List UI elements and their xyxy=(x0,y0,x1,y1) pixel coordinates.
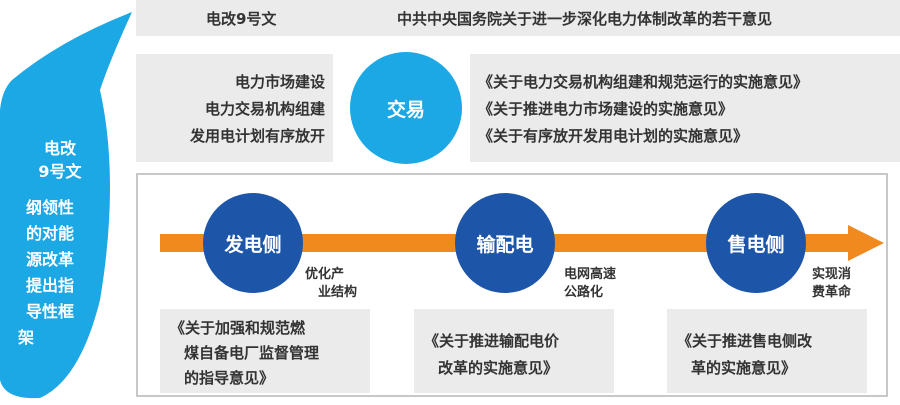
retail-side-doc-line: 革的实施意见》 xyxy=(691,359,797,377)
trading-item: 发用电计划有序放开 xyxy=(189,127,325,145)
generation-side-circle: 发电侧 xyxy=(203,193,303,293)
trading-item: 电力市场建设 xyxy=(234,73,325,91)
retail-side-doc-box: 《关于推进售电侧改 革的实施意见》 xyxy=(667,309,867,393)
transmission-note-line-1: 电网高速 xyxy=(564,267,617,282)
bubble-body-line-1: 纲领性 xyxy=(25,198,74,217)
bubble-title-line-1: 电改 xyxy=(43,139,76,158)
trading-circle: 交易 xyxy=(350,52,462,164)
retail-side-circle: 售电侧 xyxy=(706,193,806,293)
retail-side-note-line-2: 费革命 xyxy=(812,285,852,300)
transmission-circle: 输配电 xyxy=(455,193,555,293)
top-title-bar xyxy=(136,0,900,36)
transmission-doc-line: 《关于推进输配电价 xyxy=(424,332,560,350)
transmission-doc-box: 《关于推进输配电价 改革的实施意见》 xyxy=(414,309,614,393)
generation-side-doc-line: 煤自备电厂监督管理 xyxy=(184,344,320,362)
trading-docs-box: 《关于电力交易机构组建和规范运行的实施意见》 《关于推进电力市场建设的实施意见》… xyxy=(470,54,900,162)
transmission-note-line-2: 公路化 xyxy=(564,285,604,300)
bubble-body-line-5: 导性框 xyxy=(25,302,74,321)
bubble-title-line-2: 9号文 xyxy=(38,162,82,181)
bubble-body-line-6: 架 xyxy=(17,328,34,347)
trading-doc: 《关于推进电力市场建设的实施意见》 xyxy=(478,100,734,118)
trading-items-box: 电力市场建设 电力交易机构组建 发用电计划有序放开 xyxy=(136,54,333,162)
generation-side-doc-line: 的指导意见》 xyxy=(184,369,275,387)
speech-bubble xyxy=(0,12,132,399)
generation-side-note-line-1: 优化产 xyxy=(305,267,345,282)
trading-item: 电力交易机构组建 xyxy=(204,100,325,118)
generation-side-doc-box: 《关于加强和规范燃 煤自备电厂监督管理 的指导意见》 xyxy=(160,309,370,393)
bubble-body-line-3: 源改革 xyxy=(25,250,74,269)
doc-full-title: 中共中央国务院关于进一步深化电力体制改革的若干意见 xyxy=(397,10,773,28)
trading-doc: 《关于电力交易机构组建和规范运行的实施意见》 xyxy=(478,73,809,91)
bubble-body-line-4: 提出指 xyxy=(25,276,74,295)
generation-side-doc-line: 《关于加强和规范燃 xyxy=(170,319,306,337)
retail-side-doc-line: 《关于推进售电侧改 xyxy=(677,332,813,350)
retail-side-note-line-1: 实现消 xyxy=(812,267,852,282)
generation-side-note-line-2: 业结构 xyxy=(318,285,358,300)
transmission-doc-line: 改革的实施意见》 xyxy=(438,359,559,377)
bubble-body-line-2: 的对能 xyxy=(25,224,74,243)
doc-number-label: 电改9号文 xyxy=(206,10,277,28)
trading-doc: 《关于有序放开发用电计划的实施意见》 xyxy=(478,127,749,145)
